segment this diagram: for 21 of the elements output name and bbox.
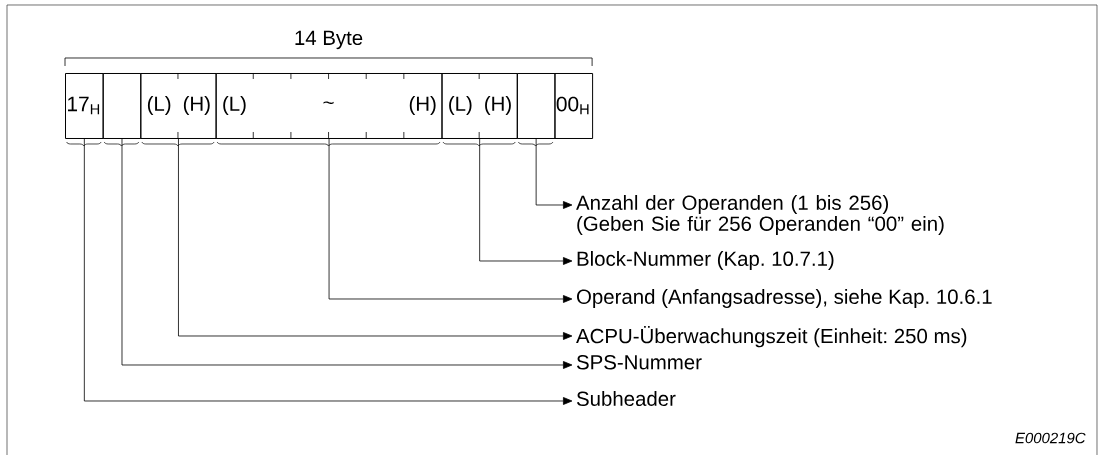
byte-field: 00$_{H}$	[554, 73, 594, 139]
description-text: Operand (Anfangsadresse), siehe Kap. 10.6.1	[576, 289, 992, 309]
dimension-label: 14 Byte	[295, 30, 363, 50]
description-text: Anzahl der Operanden (1 bis 256) (Geben Sie für 256 Operanden “00” ein)	[576, 195, 944, 235]
byte-field: (L) (H)	[140, 72, 217, 139]
description-text: Block-Nummer (Kap. 10.7.1)	[577, 251, 834, 271]
byte-field: 17$_{H}$	[65, 73, 104, 139]
leader-arrow	[535, 138, 573, 209]
leader-arrow	[121, 138, 573, 369]
leader-arrow	[178, 138, 573, 340]
figure-code: E000219C	[1015, 432, 1086, 444]
leader-arrow	[328, 138, 573, 303]
empty-byte-field	[102, 73, 142, 139]
leader-arrow	[479, 138, 573, 265]
description-text: Subheader	[576, 391, 676, 406]
empty-byte-field	[516, 73, 556, 139]
description-text: SPS-Nummer	[576, 355, 702, 370]
byte-field: (L) (H)	[441, 72, 518, 139]
leader-arrow	[83, 138, 573, 405]
byte-field: (L) ~ (H)	[215, 72, 443, 139]
description-text: ACPU-Überwachungszeit (Einheit: 250 ms)	[576, 326, 967, 348]
